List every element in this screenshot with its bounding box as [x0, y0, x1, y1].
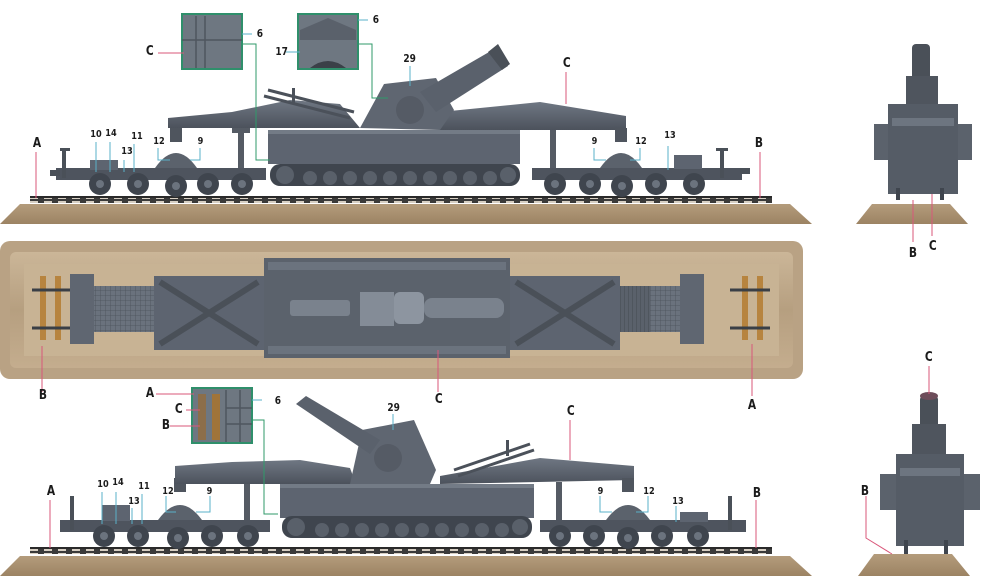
label-inset-A: A — [145, 386, 155, 401]
label-front-B: B — [908, 246, 918, 261]
bridge-beam-right — [440, 102, 626, 130]
label-29-bottom: 29 — [387, 401, 400, 414]
label-C-beam: C — [562, 56, 571, 71]
label-13-right: 13 — [664, 130, 676, 141]
label-6-right: 6 — [372, 13, 379, 26]
label-12-right-bottom: 12 — [643, 486, 655, 497]
label-12-left: 12 — [153, 136, 165, 147]
label-6-left: 6 — [256, 27, 263, 40]
side-view-bottom — [0, 387, 812, 576]
front-view-top — [856, 44, 972, 242]
top-view — [0, 241, 803, 396]
label-12-left-bottom: 12 — [162, 486, 174, 497]
mortar-vehicle — [263, 44, 520, 186]
label-13-left-bottom: 13 — [128, 496, 140, 507]
left-carrier-wagon — [50, 128, 266, 197]
label-9-left-bottom: 9 — [206, 486, 213, 497]
label-13-left: 13 — [121, 146, 133, 157]
label-9-left: 9 — [197, 136, 204, 147]
label-top-B: B — [38, 388, 48, 403]
label-10: 10 — [90, 129, 102, 140]
label-9-right: 9 — [591, 136, 598, 147]
display-base — [0, 204, 812, 224]
label-14-bottom: 14 — [112, 477, 124, 488]
label-front-bottom-C: C — [924, 350, 933, 365]
label-inset-B: B — [161, 418, 171, 433]
label-A-bottom: A — [46, 484, 56, 499]
label-6-bottom: 6 — [274, 394, 281, 407]
label-C-beam-bottom: C — [566, 404, 575, 419]
label-29: 29 — [403, 52, 416, 65]
label-14: 14 — [105, 128, 117, 139]
label-17: 17 — [275, 45, 288, 58]
label-B: B — [754, 136, 764, 151]
label-front-bottom-B: B — [860, 484, 870, 499]
label-top-C: C — [434, 392, 443, 407]
label-9-right-bottom: 9 — [597, 486, 604, 497]
label-11-bottom: 11 — [138, 481, 150, 492]
side-view-top — [0, 13, 812, 224]
label-front-C: C — [928, 239, 937, 254]
label-C-inset: C — [145, 44, 154, 59]
label-top-A: A — [747, 398, 757, 413]
detail-inset-left — [181, 13, 243, 70]
rail-track — [30, 197, 772, 203]
label-13-right-bottom: 13 — [672, 496, 684, 507]
label-10-bottom: 10 — [97, 479, 109, 490]
label-11: 11 — [131, 131, 143, 142]
label-12-right: 12 — [635, 136, 647, 147]
right-carrier-wagon — [532, 128, 750, 197]
front-view-bottom — [858, 366, 980, 576]
label-inset-C: C — [174, 402, 183, 417]
label-B-bottom: B — [752, 486, 762, 501]
label-A: A — [32, 136, 42, 151]
